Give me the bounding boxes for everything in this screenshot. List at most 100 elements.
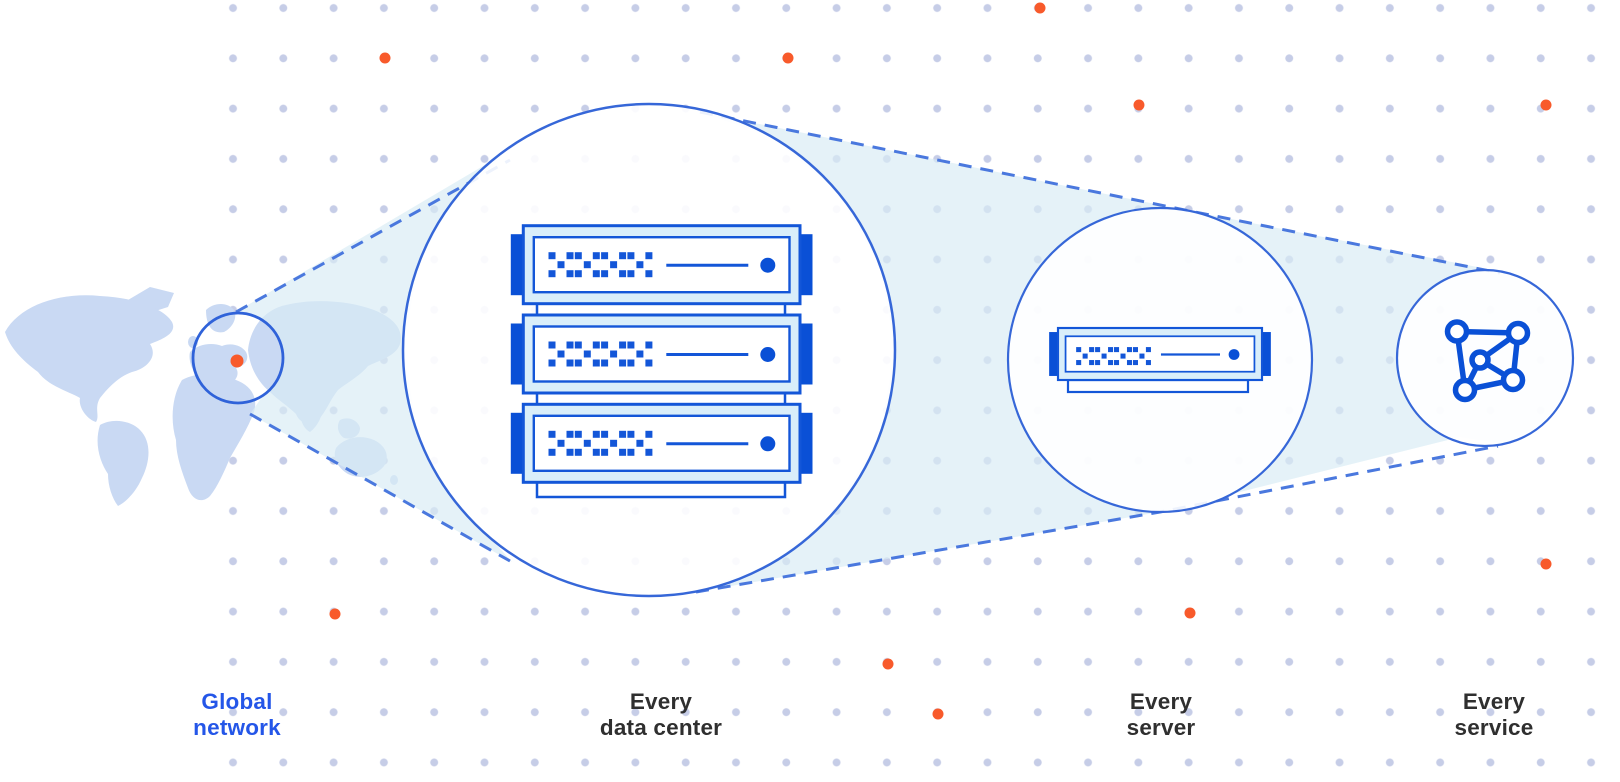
matrix-square	[619, 359, 627, 367]
matrix-square	[592, 448, 600, 456]
beam-map-to-datacenter	[236, 153, 512, 562]
matrix-square	[583, 439, 591, 447]
matrix-square	[1076, 360, 1082, 366]
label-line: Every	[1462, 689, 1526, 714]
led-indicator	[760, 436, 776, 452]
matrix-square	[566, 448, 574, 456]
matrix-square	[601, 359, 609, 367]
matrix-square	[627, 341, 635, 349]
matrix-square	[601, 448, 609, 456]
map-north-america	[5, 295, 174, 422]
orange-dot	[379, 52, 391, 64]
matrix-square	[1089, 360, 1095, 366]
label-every-server: Every server	[1011, 689, 1311, 741]
matrix-square	[592, 359, 600, 367]
orange-dot	[782, 52, 794, 64]
label-line: network	[193, 715, 281, 740]
map-focus-circle	[191, 311, 285, 405]
matrix-square	[1114, 347, 1120, 353]
single-server	[1049, 326, 1271, 394]
label-line: Every	[1129, 689, 1193, 714]
matrix-square	[627, 270, 635, 278]
server-faceplate	[532, 414, 791, 472]
matrix-square	[566, 341, 574, 349]
matrix-square	[619, 252, 627, 260]
rack-ear-right	[799, 323, 813, 385]
orange-dot	[932, 708, 944, 720]
label-line: data center	[599, 715, 723, 740]
matrix-square	[557, 261, 565, 269]
matrix-square	[1108, 360, 1114, 366]
map-location-marker	[230, 354, 244, 368]
matrix-square	[627, 252, 635, 260]
matrix-square	[1132, 360, 1138, 366]
node-bottom-right	[1500, 367, 1526, 393]
led-indicator	[760, 257, 776, 273]
matrix-square	[601, 341, 609, 349]
matrix-square	[636, 350, 644, 358]
dash-upper-left	[235, 158, 511, 314]
matrix-square	[574, 430, 582, 438]
rack-ear-left	[510, 234, 524, 296]
matrix-square	[645, 430, 653, 438]
server-unit	[510, 313, 813, 395]
matrix-square	[574, 341, 582, 349]
led-indicator	[1228, 349, 1240, 360]
matrix-square	[583, 261, 591, 269]
label-line: Every	[629, 689, 693, 714]
matrix-square	[1145, 360, 1151, 366]
matrix-square	[619, 430, 627, 438]
matrix-square	[601, 252, 609, 260]
orange-dot	[1540, 99, 1552, 111]
matrix-square	[574, 252, 582, 260]
matrix-square	[1120, 353, 1126, 359]
rack-ear-left	[510, 323, 524, 385]
server-faceplate	[1064, 335, 1256, 373]
matrix-square	[592, 270, 600, 278]
matrix-square	[645, 448, 653, 456]
server-base	[1066, 378, 1250, 394]
matrix-square	[583, 350, 591, 358]
label-every-service: Every service	[1344, 689, 1620, 741]
matrix-square	[645, 359, 653, 367]
matrix-square	[557, 350, 565, 358]
matrix-square	[601, 270, 609, 278]
matrix-square	[1114, 360, 1120, 366]
matrix-square	[548, 341, 556, 349]
matrix-square	[1132, 347, 1138, 353]
orange-dot	[329, 608, 341, 620]
rack-ear-right	[799, 234, 813, 296]
matrix-square	[566, 270, 574, 278]
rack-ear-right	[1261, 332, 1271, 376]
matrix-square	[1145, 347, 1151, 353]
server-rack-stack	[510, 224, 813, 499]
matrix-square	[574, 448, 582, 456]
matrix-square	[610, 439, 618, 447]
node-bottom-left	[1452, 377, 1478, 403]
server-unit	[510, 224, 813, 306]
matrix-square	[610, 350, 618, 358]
orange-dot	[1184, 607, 1196, 619]
matrix-square	[1095, 347, 1101, 353]
orange-accent-dots	[230, 2, 1552, 720]
rack-ear-left	[510, 412, 524, 474]
node-center	[1469, 349, 1491, 371]
network-service-icon	[1444, 319, 1531, 403]
led-indicator	[760, 347, 776, 362]
matrix-square	[574, 359, 582, 367]
label-global-network: Global network	[87, 689, 387, 741]
label-line: server	[1126, 715, 1196, 740]
matrix-square	[566, 359, 574, 367]
matrix-square	[1139, 353, 1145, 359]
matrix-square	[548, 270, 556, 278]
matrix-square	[1089, 347, 1095, 353]
matrix-square	[557, 439, 565, 447]
matrix-square	[1101, 353, 1107, 359]
matrix-square	[592, 341, 600, 349]
orange-dot	[1540, 558, 1552, 570]
server-faceplate	[532, 235, 791, 294]
orange-dot	[882, 658, 894, 670]
rack-ear-left	[1049, 332, 1059, 376]
